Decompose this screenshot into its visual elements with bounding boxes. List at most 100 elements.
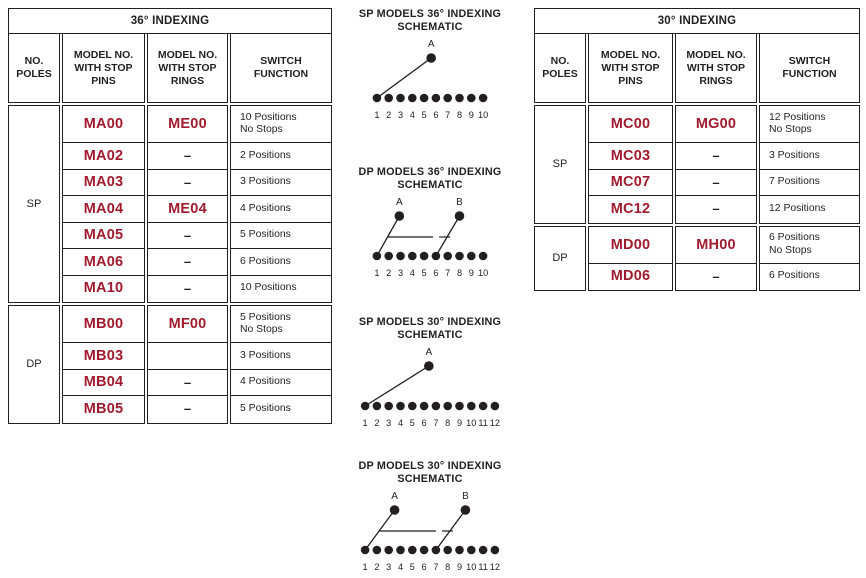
switch-function-text: 3 Positions <box>240 176 291 187</box>
terminal-number: 5 <box>422 110 427 120</box>
terminal-number: 7 <box>445 110 450 120</box>
table-row-cell: MA00 <box>63 106 144 142</box>
table-row-cell: – <box>148 274 227 302</box>
model-number: MA06 <box>83 253 124 270</box>
table-row-cell: 2 Positions <box>231 142 331 169</box>
table-row-cell: MA05 <box>63 221 144 249</box>
table-row-cell: MC07 <box>589 168 672 196</box>
no-model-dash: – <box>183 254 192 270</box>
terminal-number: 3 <box>386 562 391 572</box>
terminal-dot <box>408 401 417 411</box>
table-row-cell: – <box>148 395 227 422</box>
terminal-dot <box>490 545 500 555</box>
terminal-dot <box>408 545 417 555</box>
terminal-dot <box>431 93 441 103</box>
table-row-cell <box>148 342 227 369</box>
terminal-number: 8 <box>445 562 450 572</box>
pole-dot <box>426 53 436 63</box>
switch-function-text: 10 Positions No Stops <box>240 111 297 136</box>
terminal-dot <box>396 401 405 411</box>
model-number: MC12 <box>610 200 651 217</box>
no-model-dash: – <box>183 148 192 164</box>
switch-function-text: 3 Positions <box>240 349 291 361</box>
terminal-number: 4 <box>410 110 415 120</box>
pole-label: A <box>425 347 432 358</box>
switch-function-text: 4 Positions <box>240 202 291 214</box>
terminal-number: 8 <box>445 418 450 428</box>
table-row-cell: 5 Positions <box>231 221 331 249</box>
terminal-number: 7 <box>433 562 438 572</box>
terminal-dot <box>467 93 476 103</box>
terminal-dot <box>467 545 476 555</box>
table-row-cell: MH00 <box>676 227 756 263</box>
terminal-dot <box>408 93 417 103</box>
terminal-dot <box>455 401 464 411</box>
pole-label: A <box>428 39 435 50</box>
model-number: MA03 <box>83 174 124 191</box>
wiper-line <box>376 215 400 257</box>
terminal-dot <box>360 401 370 411</box>
pole-dot <box>460 505 471 515</box>
switch-function-text: 7 Positions <box>769 176 820 187</box>
model-number: ME04 <box>168 200 207 217</box>
table-row-cell: MB05 <box>63 395 144 422</box>
pole-label: B <box>462 491 469 502</box>
model-number: MA05 <box>83 227 124 244</box>
wiper-line <box>435 509 466 551</box>
table-row-cell: 7 Positions <box>760 168 859 196</box>
terminal-number: 1 <box>374 268 379 278</box>
table-row-cell: – <box>148 168 227 196</box>
poles-label: SP <box>8 105 60 303</box>
column-header: SWITCH FUNCTION <box>230 34 332 103</box>
table-row-cell: – <box>148 368 227 396</box>
terminal-number: 6 <box>422 562 427 572</box>
terminal-number: 9 <box>469 110 474 120</box>
model-number: MC00 <box>610 116 651 132</box>
switch-function-text: 10 Positions <box>240 282 297 293</box>
table-row-cell: 6 Positions No Stops <box>760 227 859 263</box>
table-row-cell: MB00 <box>63 306 144 342</box>
model-number: MB05 <box>83 400 124 417</box>
table-row-cell: – <box>676 195 756 222</box>
terminal-dot <box>419 93 429 103</box>
table-row-cell: – <box>676 262 756 290</box>
terminal-dot <box>443 251 452 261</box>
pole-dot <box>389 505 400 515</box>
no-model-dash: – <box>712 268 720 284</box>
table-row-cell: MC12 <box>589 195 672 222</box>
switch-function-text: 12 Positions No Stops <box>769 111 826 136</box>
table-row-cell: 4 Positions <box>231 195 331 222</box>
pole-dot <box>424 361 434 371</box>
rings-rows: MF00–– <box>147 305 228 424</box>
terminal-number: 10 <box>466 418 476 428</box>
terminal-number: 9 <box>457 418 462 428</box>
table-row-cell: – <box>148 221 227 249</box>
model-number: MD00 <box>610 236 651 253</box>
switch-function-text: 5 Positions No Stops <box>240 311 291 336</box>
table-row-cell: 6 Positions <box>760 262 859 290</box>
table-row-cell: MB03 <box>63 342 144 369</box>
switch-function-text: 6 Positions No Stops <box>769 232 820 256</box>
terminal-number: 5 <box>410 418 415 428</box>
table-row-cell: MA02 <box>63 142 144 169</box>
terminal-dot <box>396 93 405 103</box>
terminal-dot <box>396 251 405 261</box>
poles-label: DP <box>8 305 60 424</box>
table-row-cell: 5 Positions <box>231 395 331 422</box>
terminal-dot <box>419 401 429 411</box>
terminal-number: 11 <box>478 562 488 572</box>
terminal-number: 8 <box>457 268 462 278</box>
column-header: MODEL NO. WITH STOP PINS <box>588 34 673 103</box>
pole-label: A <box>391 491 398 502</box>
